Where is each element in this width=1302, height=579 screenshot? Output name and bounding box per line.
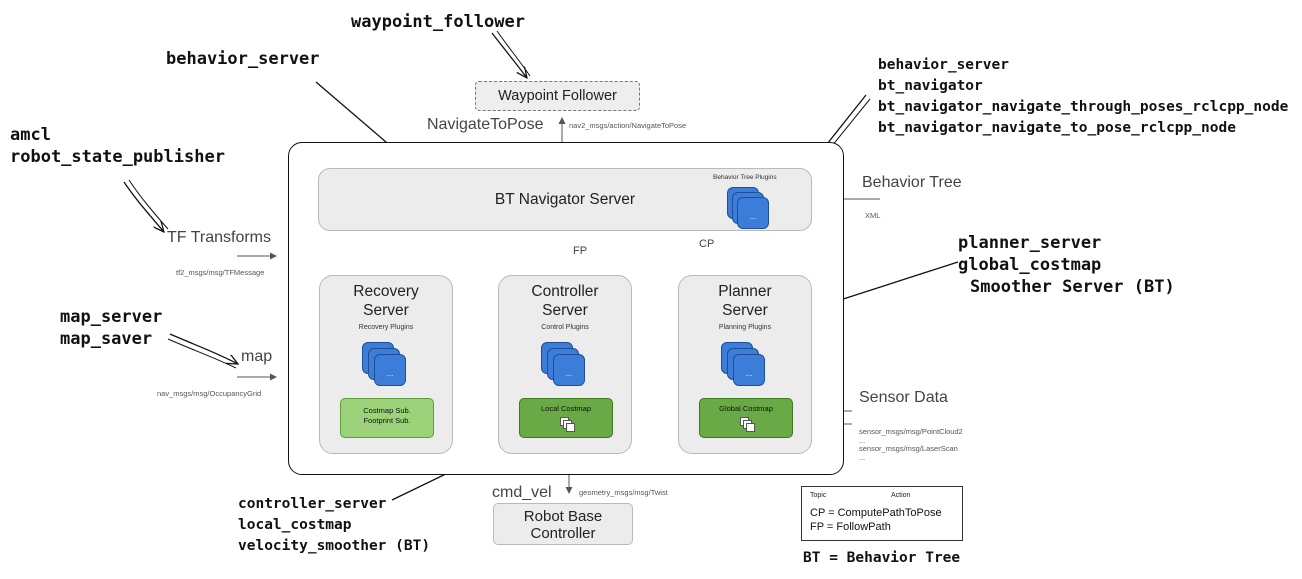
hand-label-local-costmap: local_costmap	[238, 517, 352, 533]
hand-label-planner-group: planner_server global_costmap Smoother S…	[958, 232, 1175, 298]
hand-arrow-map	[169, 333, 238, 364]
twist-msg-label: geometry_msgs/msg/Twist	[579, 488, 668, 497]
local-costmap-box: Local Costmap	[519, 398, 613, 438]
cmd-vel-label: cmd_vel	[492, 484, 552, 501]
hand-label-map-server: map_server	[60, 307, 163, 327]
bt-navigator-box: BT Navigator Server Behavior Tree Plugin…	[318, 168, 812, 231]
hand-label-left-group: amcl robot_state_publisher	[10, 124, 225, 168]
planning-plugins-stack: ...	[721, 342, 769, 390]
waypoint-follower-box: Waypoint Follower	[475, 81, 640, 111]
hand-arrow-tf-2	[128, 179, 169, 230]
costmap-icon	[740, 417, 756, 433]
sensor-msg-ellipsis-1: ...	[859, 435, 866, 445]
tf-msg-label: tf2_msgs/msg/TFMessage	[176, 268, 265, 277]
footprint-sub-label: Footprint Sub.	[363, 416, 411, 425]
hand-label-planner-server: planner_server	[958, 233, 1102, 253]
hand-label-map-saver: map_saver	[60, 329, 153, 349]
hand-label-right-4: bt_navigator_navigate_to_pose_rclcpp_nod…	[878, 120, 1236, 136]
navigate-to-pose-label: NavigateToPose	[427, 116, 544, 133]
hand-arrow-waypoint-2	[496, 30, 531, 77]
hand-label-smoother-server: Smoother Server (BT)	[970, 277, 1175, 297]
recovery-plugins-stack: ...	[362, 342, 410, 390]
costmap-sub-label: Costmap Sub.	[363, 406, 411, 415]
hand-label-controller-server: controller_server	[238, 496, 387, 512]
hand-label-amcl: amcl	[10, 125, 51, 145]
legend-action-label: Action	[891, 492, 911, 499]
hand-arrow-map-2	[167, 338, 237, 369]
hand-label-bt-note: BT = Behavior Tree	[803, 550, 961, 566]
recovery-plugins-label: Recovery Plugins	[358, 324, 414, 331]
global-costmap-label: Global Costmap	[719, 404, 773, 413]
hand-label-global-costmap: global_costmap	[958, 255, 1102, 275]
control-plugins-stack: ...	[541, 342, 589, 390]
map-label: map	[241, 348, 273, 365]
sensor-msg-ellipsis-2: ...	[859, 452, 866, 462]
hand-label-behavior-server: behavior_server	[166, 49, 320, 69]
sensor-data-label: Sensor Data	[859, 389, 948, 406]
bt-navigator-title: BT Navigator Server	[494, 191, 636, 208]
hand-label-right-3: bt_navigator_navigate_through_poses_rclc…	[878, 99, 1289, 115]
costmap-icon	[560, 417, 576, 433]
global-costmap-box: Global Costmap	[699, 398, 793, 438]
hand-label-controller-group: controller_server local_costmap velocity…	[238, 494, 430, 557]
legend-topic-label: Topic	[810, 492, 827, 499]
map-msg-label: nav_msgs/msg/OccupancyGrid	[157, 389, 262, 398]
behavior-tree-label: Behavior Tree	[862, 174, 962, 191]
planning-plugins-label: Planning Plugins	[718, 324, 772, 331]
hand-label-map-group: map_server map_saver	[60, 306, 162, 350]
bt-plugins-stack: ...	[727, 187, 775, 235]
sensor-msg-laserscan: sensor_msgs/msg/LaserScan	[859, 444, 958, 453]
control-plugins-label: Control Plugins	[541, 324, 589, 331]
local-costmap-label: Local Costmap	[540, 404, 592, 413]
legend-fp: FP = FollowPath	[810, 521, 891, 533]
xml-label: XML	[865, 211, 881, 220]
sensor-msgs-list: sensor_msgs/msg/PointCloud2 ... sensor_m…	[859, 427, 963, 462]
hand-label-right-group: behavior_server bt_navigator bt_navigato…	[878, 55, 1288, 139]
hand-arrow-tf	[123, 181, 164, 232]
hand-label-right-2: bt_navigator	[878, 78, 983, 94]
hand-label-waypoint-follower: waypoint_follower	[351, 12, 525, 32]
hand-arrow-waypoint	[491, 32, 527, 78]
sensor-msg-pointcloud: sensor_msgs/msg/PointCloud2	[859, 427, 963, 436]
tf-transforms-label: TF Transforms	[167, 229, 272, 246]
legend: Topic Action CP = ComputePathToPose FP =…	[801, 486, 963, 541]
hand-label-velocity-smoother: velocity_smoother (BT)	[238, 538, 431, 554]
bt-plugins-label: Behavior Tree Plugins	[713, 174, 777, 181]
recovery-costmap-sub-box: Costmap Sub. Footprint Sub.	[340, 398, 434, 438]
hand-label-right-1: behavior_server	[878, 57, 1009, 73]
navigate-to-pose-msg: nav2_msgs/action/NavigateToPose	[569, 121, 687, 130]
cp-label: CP	[699, 238, 715, 250]
hand-label-robot-state-publisher: robot_state_publisher	[10, 147, 225, 167]
fp-label: FP	[573, 245, 588, 257]
legend-cp: CP = ComputePathToPose	[810, 507, 942, 519]
